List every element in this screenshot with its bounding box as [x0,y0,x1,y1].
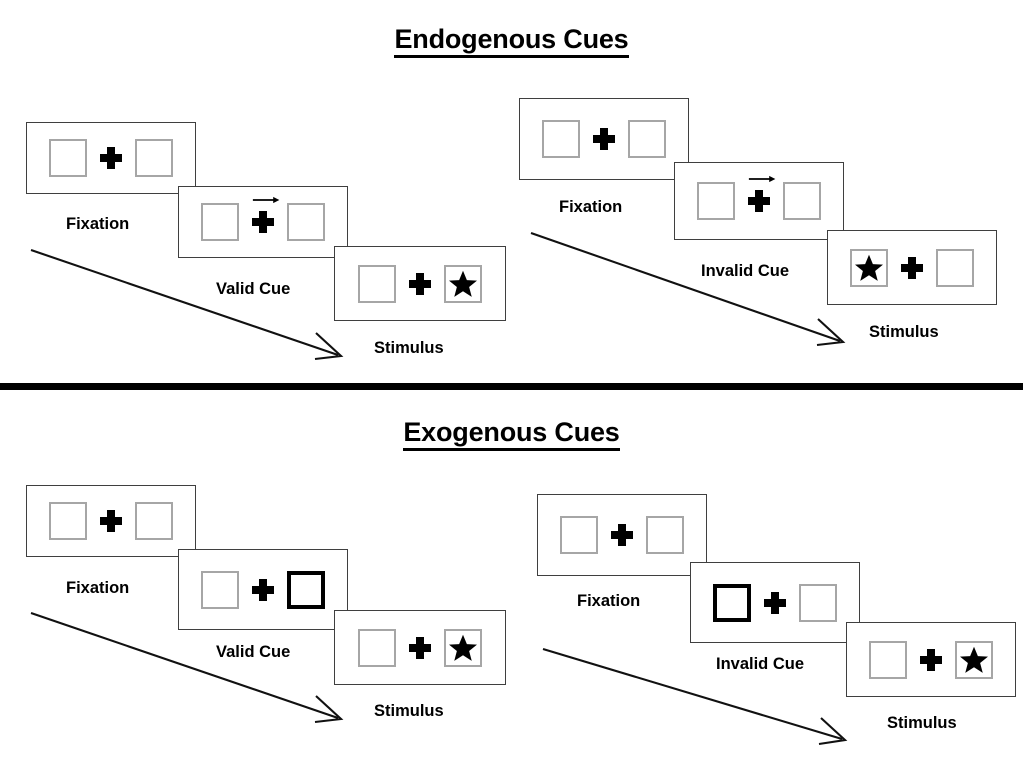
caption-exogenous-valid-stimulus: Stimulus [374,702,444,720]
fixation-cross-icon [252,196,280,235]
left-box [560,516,598,554]
fixation-cross-icon [901,255,923,281]
panel-exogenous-invalid-fixation [537,494,707,576]
arrow-right-icon [252,196,280,204]
section-title-exogenous-text: Exogenous Cues [403,417,620,451]
fixation-cross-icon [100,145,122,171]
right-box [936,248,974,287]
flow-arrow-exogenous-invalid [542,647,848,746]
caption-exogenous-invalid-cue: Invalid Cue [716,655,805,673]
panel-exogenous-valid-fixation [26,485,196,557]
right-box [135,502,173,540]
caption-endogenous-valid-cue: Valid Cue [216,280,291,298]
panel-exogenous-valid-cue [178,549,348,630]
right-box [287,203,325,241]
left-box [49,502,87,540]
panel-endogenous-valid-stimulus [334,246,506,321]
left-box [49,139,87,177]
section-title-exogenous: Exogenous Cues [0,417,1023,451]
left-box [850,248,888,287]
section-title-endogenous-text: Endogenous Cues [394,24,629,58]
right-box [799,583,837,622]
right-box [646,516,684,554]
panel-endogenous-valid-fixation [26,122,196,194]
panel-exogenous-invalid-cue [690,562,860,643]
panel-endogenous-invalid-stimulus [827,230,997,305]
star-icon [449,270,477,297]
flow-arrow-exogenous-valid [30,612,344,724]
fixation-cross-icon [920,647,942,673]
left-box [697,182,735,220]
caption-endogenous-valid-stimulus: Stimulus [374,339,444,357]
caption-exogenous-invalid-fixation: Fixation [577,592,641,610]
caption-exogenous-valid-cue: Valid Cue [216,643,291,661]
caption-endogenous-invalid-fixation: Fixation [559,198,623,216]
left-box-cued [713,583,751,622]
right-box [135,139,173,177]
panel-exogenous-valid-stimulus [334,610,506,685]
caption-exogenous-valid-fixation: Fixation [66,579,130,597]
right-box [444,264,482,303]
section-divider [0,383,1023,390]
fixation-cross-icon [764,590,786,616]
panel-endogenous-invalid-fixation [519,98,689,180]
caption-endogenous-valid-fixation: Fixation [66,215,130,233]
fixation-cross-icon [252,577,274,603]
fixation-cross-icon [100,508,122,534]
caption-exogenous-invalid-stimulus: Stimulus [887,714,957,732]
right-box [444,628,482,667]
right-box [628,120,666,158]
fixation-cross-icon [611,522,633,548]
arrow-right-icon [748,175,776,183]
left-box [358,264,396,303]
panel-endogenous-invalid-cue [674,162,844,240]
fixation-cross-icon [748,175,776,214]
caption-endogenous-invalid-cue: Invalid Cue [701,262,790,280]
left-box [201,570,239,609]
flow-arrow-endogenous-valid [30,249,344,361]
caption-endogenous-invalid-stimulus: Stimulus [869,323,939,341]
section-title-endogenous: Endogenous Cues [0,24,1023,58]
star-icon [449,634,477,661]
left-box [201,203,239,241]
fixation-cross-icon [593,126,615,152]
left-box [358,628,396,667]
star-icon [960,646,988,673]
right-box [783,182,821,220]
panel-exogenous-invalid-stimulus [846,622,1016,697]
fixation-cross-icon [409,271,431,297]
panel-endogenous-valid-cue [178,186,348,258]
left-box [869,640,907,679]
right-box-cued [287,570,325,609]
left-box [542,120,580,158]
fixation-cross-icon [409,635,431,661]
star-icon [855,254,883,281]
right-box [955,640,993,679]
flow-arrow-endogenous-invalid [530,232,846,347]
